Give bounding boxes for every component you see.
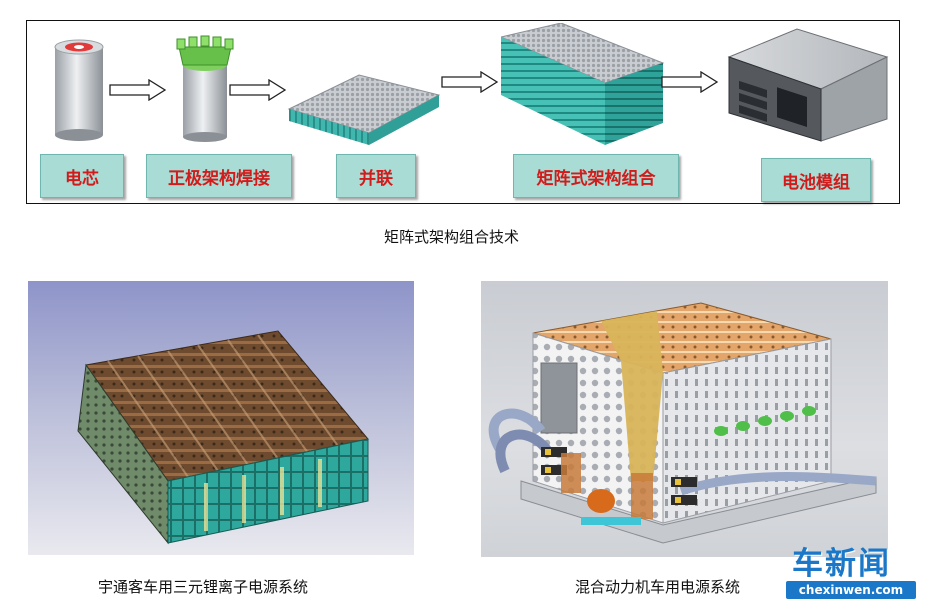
step-label-parallel: 并联 (336, 154, 416, 198)
hybrid-battery-render (481, 281, 888, 557)
step-label-welding: 正极架构焊接 (146, 154, 292, 198)
matrix-stack-image (501, 23, 665, 145)
figure-caption-yutong: 宇通客车用三元锂离子电源系统 (98, 578, 309, 596)
parallel-block-image (287, 74, 441, 145)
process-diagram: 电芯 正极架构焊接 并联 矩阵式架构组合 电池模组 (26, 20, 900, 204)
process-caption: 矩阵式架构组合技术 (384, 228, 520, 246)
watermark-url: chexinwen.com (786, 581, 916, 599)
flow-arrow-1-icon (109, 79, 167, 101)
battery-module-image (727, 28, 889, 142)
watermark-logo: 车新闻 chexinwen.com (786, 538, 920, 602)
welded-cell-image (176, 35, 234, 142)
yutong-battery-render (28, 281, 414, 555)
step-label-cell: 电芯 (40, 154, 124, 198)
watermark-title: 车新闻 (792, 546, 891, 582)
figure-caption-hybrid: 混合动力机车用电源系统 (575, 578, 741, 596)
flow-arrow-4-icon (661, 71, 719, 93)
step-label-matrix: 矩阵式架构组合 (513, 154, 679, 198)
battery-cell-image (54, 39, 104, 141)
step-label-module: 电池模组 (761, 158, 871, 202)
flow-arrow-2-icon (229, 79, 287, 101)
flow-arrow-3-icon (441, 71, 499, 93)
